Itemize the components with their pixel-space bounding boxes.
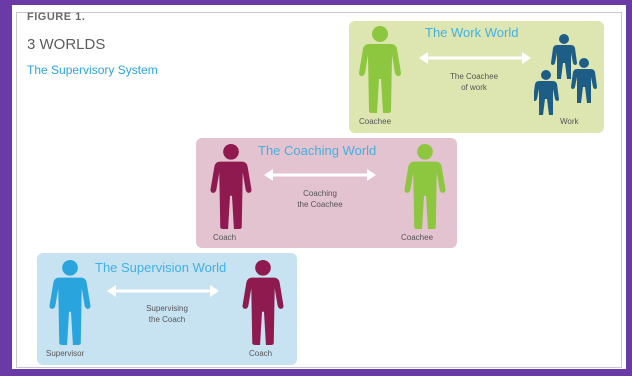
coach-person-icon — [242, 259, 284, 345]
supervision-right-label: Coach — [249, 349, 273, 358]
double-arrow-icon — [107, 285, 219, 297]
caption-line: the Coach — [148, 315, 186, 324]
work-group-icon — [534, 34, 597, 115]
supervision-left-label: Supervisor — [46, 349, 85, 358]
supervision-world-caption: Supervising the Coach — [122, 303, 212, 325]
caption-line: of work — [461, 83, 487, 92]
coachee-person-icon — [359, 26, 401, 113]
work-left-label: Coachee — [359, 117, 392, 126]
figure-label: FIGURE 1. — [27, 11, 86, 23]
coaching-world-box: The Coaching World Coach Coaching the Co… — [196, 138, 457, 248]
caption-line: Coaching — [303, 189, 337, 198]
work-right-label: Work — [560, 117, 579, 126]
supervision-world-box: The Supervision World Supervisor Supervi… — [37, 253, 297, 365]
double-arrow-icon — [264, 169, 376, 181]
coaching-world-title: The Coaching World — [258, 143, 377, 158]
work-world-caption: The Coachee of work — [429, 71, 519, 93]
figure-title: 3 WORLDS — [27, 36, 106, 53]
caption-line: Supervising — [146, 304, 188, 313]
coaching-right-label: Coachee — [401, 233, 434, 242]
supervisor-person-icon — [49, 259, 91, 345]
supervision-world-title: The Supervision World — [95, 260, 227, 275]
work-world-box: The Work World Coachee The Coachee of wo… — [349, 21, 604, 133]
caption-line: the Coachee — [297, 200, 343, 209]
caption-line: The Coachee — [449, 72, 499, 81]
double-arrow-icon — [419, 52, 531, 64]
coaching-left-label: Coach — [213, 233, 237, 242]
coachee-person-icon — [404, 143, 446, 229]
coaching-world-caption: Coaching the Coachee — [275, 188, 365, 210]
coach-person-icon — [210, 143, 252, 229]
figure-subtitle: The Supervisory System — [27, 63, 158, 77]
work-world-title: The Work World — [425, 25, 519, 40]
